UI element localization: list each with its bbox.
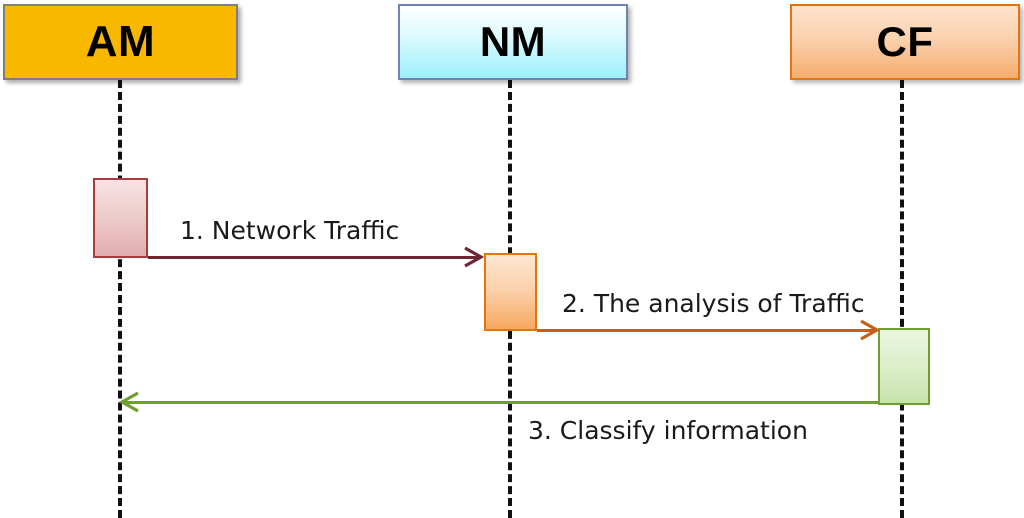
- message-line-1[interactable]: [148, 256, 478, 259]
- actor-label-am: AM: [85, 17, 156, 66]
- actor-label-nm: NM: [479, 18, 547, 65]
- lifeline-cf: [900, 80, 904, 518]
- arrowhead-right-2: [860, 319, 880, 341]
- message-line-2[interactable]: [537, 329, 874, 332]
- activation-bar-am[interactable]: [93, 178, 148, 258]
- actor-box-nm[interactable]: NM: [398, 4, 628, 80]
- activation-bar-cf[interactable]: [878, 328, 930, 405]
- arrowhead-left-3: [119, 391, 139, 413]
- message-line-3[interactable]: [124, 401, 878, 404]
- arrowhead-right-1: [464, 246, 484, 268]
- message-label-3: 3. Classify information: [528, 416, 808, 445]
- message-label-1: 1. Network Traffic: [180, 216, 400, 245]
- message-label-2: 2. The analysis of Traffic: [562, 289, 865, 318]
- activation-bar-nm[interactable]: [484, 253, 537, 331]
- lifeline-am: [118, 80, 122, 518]
- actor-box-cf[interactable]: CF: [790, 4, 1020, 80]
- actor-label-cf: CF: [876, 18, 934, 65]
- actor-box-am[interactable]: AM: [3, 4, 238, 80]
